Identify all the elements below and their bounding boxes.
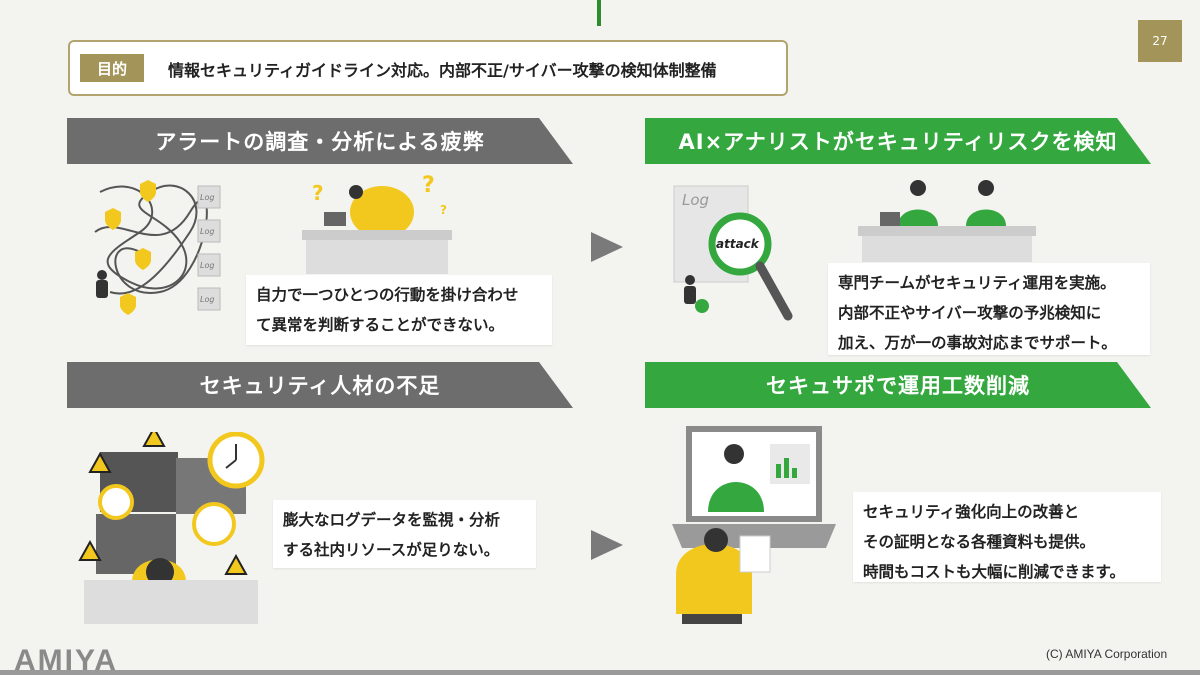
solution-1-line-3: 加え、万が一の事故対応までサポート。 [838,334,1117,352]
purpose-tag: 目的 [80,54,144,82]
transition-arrow-icon-2 [591,530,623,560]
page-number: 27 [1138,20,1182,62]
log-label-3: Log [200,261,214,270]
purpose-box: 目的 情報セキュリティガイドライン対応。内部不正/サイバー攻撃の検知体制整備 [68,40,788,96]
log-label-1: Log [200,193,214,202]
problem-banner-alert-fatigue: アラートの調査・分析による疲弊 [67,118,573,164]
log-label-2: Log [200,227,214,236]
solution-banner-workload-reduction: セキュサポで運用工数削減 [645,362,1151,408]
svg-text:?: ? [312,181,324,205]
svg-text:?: ? [422,173,435,198]
bottom-divider-line [0,670,1200,675]
log-doc-title: Log [682,191,709,209]
solution-2-line-3: 時間もコストも大幅に削減できます。 [863,563,1125,581]
problem-banner-staff-shortage: セキュリティ人材の不足 [67,362,573,408]
problem-2-line-1: 膨大なログデータを監視・分析 [283,511,501,529]
log-magnifier-illustration: Log access access attack [673,185,793,321]
problem-description-1: 自力で一つひとつの行動を掛け合わせ て異常を判断することができない。 [246,275,552,345]
worried-person-illustration: ? ? ? [302,173,452,274]
attack-label: attack [716,237,760,251]
solution-2-line-1: セキュリティ強化向上の改善と [863,503,1080,521]
top-divider-line [597,0,601,26]
solution-description-2: セキュリティ強化向上の改善と その証明となる各種資料も提供。 時間もコストも大幅… [853,492,1161,582]
overloaded-monitoring-illustration [78,432,265,624]
solution-2-line-2: その証明となる各種資料も提供。 [863,533,1096,551]
svg-text:?: ? [440,203,447,217]
solution-1-line-2: 内部不正やサイバー攻撃の予兆検知に [838,304,1102,322]
copyright-text: (C) AMIYA Corporation [1046,647,1168,661]
solution-description-1: 専門チームがセキュリティ運用を実施。 内部不正やサイバー攻撃の予兆検知に 加え、… [828,263,1150,355]
log-label-4: Log [200,295,214,304]
tangled-logs-illustration: Log Log Log Log [94,180,221,315]
problem-2-line-2: する社内リソースが足りない。 [283,541,500,559]
laptop-report-illustration [672,426,836,624]
problem-1-line-2: て異常を判断することができない。 [256,316,505,334]
company-logo: AMIYA [14,644,118,675]
analysts-illustration [858,180,1036,262]
problem-description-2: 膨大なログデータを監視・分析 する社内リソースが足りない。 [273,500,536,568]
solution-1-line-1: 専門チームがセキュリティ運用を実施。 [838,274,1116,292]
transition-arrow-icon-1 [591,232,623,262]
solution-banner-ai-analyst: AI×アナリストがセキュリティリスクを検知 [645,118,1151,164]
purpose-text: 情報セキュリティガイドライン対応。内部不正/サイバー攻撃の検知体制整備 [168,61,717,80]
problem-1-line-1: 自力で一つひとつの行動を掛け合わせ [256,286,519,304]
